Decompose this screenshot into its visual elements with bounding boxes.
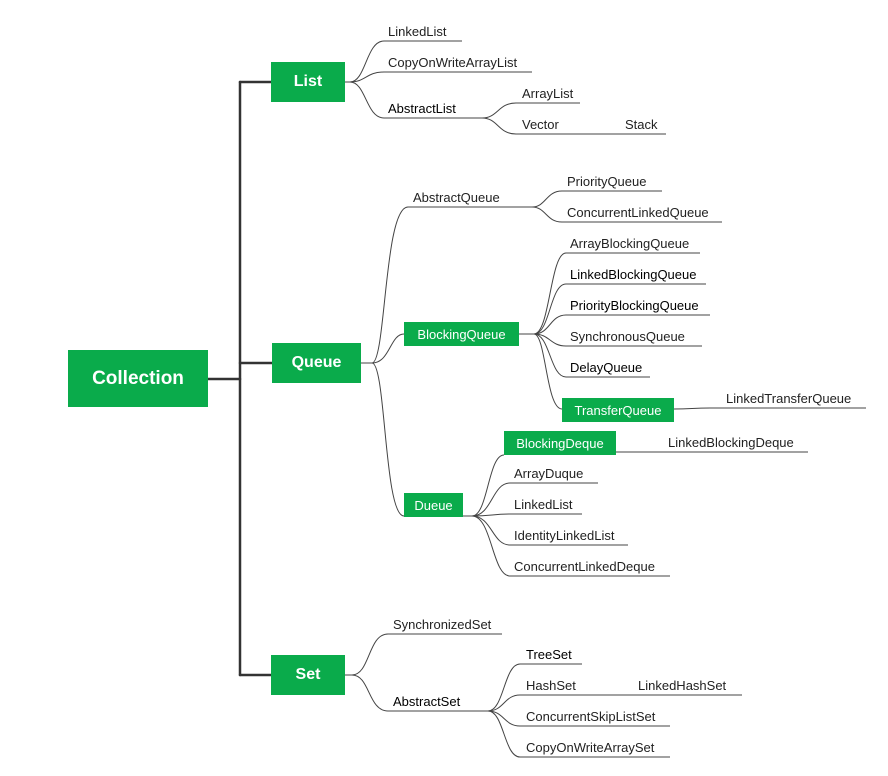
link-abstractset — [351, 674, 488, 712]
label-treeset[interactable]: TreeSet — [526, 647, 572, 662]
label-linkedlist-deque[interactable]: LinkedList — [514, 497, 573, 512]
node-dueue[interactable]: Dueue — [404, 493, 463, 517]
link-blockingqueue — [371, 333, 405, 364]
node-collection[interactable]: Collection — [68, 350, 208, 407]
link-linkedlist — [349, 40, 462, 83]
link-synchronousqueue — [533, 333, 702, 347]
label-linkedlist[interactable]: LinkedList — [388, 24, 447, 39]
link-concurrentlinkeddeque — [471, 515, 670, 577]
label-linkedhashset[interactable]: LinkedHashSet — [638, 678, 727, 693]
label-arrayduque[interactable]: ArrayDuque — [514, 466, 584, 481]
label-arrayblockingqueue[interactable]: ArrayBlockingQueue — [570, 236, 690, 251]
label-priorityqueue[interactable]: PriorityQueue — [567, 174, 647, 189]
link-dueue — [371, 362, 405, 517]
link-synchronizedset — [351, 633, 502, 676]
label-arraylist[interactable]: ArrayList — [522, 86, 574, 101]
label-synchronousqueue[interactable]: SynchronousQueue — [570, 329, 685, 344]
node-set[interactable]: Set — [271, 655, 345, 695]
label-synchronizedset[interactable]: SynchronizedSet — [393, 617, 492, 632]
link-priorityqueue — [531, 190, 662, 208]
label-priorityblockingqueue[interactable]: PriorityBlockingQueue — [570, 298, 699, 313]
label-vector[interactable]: Vector — [522, 117, 559, 132]
link-hashset — [487, 694, 742, 712]
label-delayqueue[interactable]: DelayQueue — [570, 360, 643, 375]
node-list[interactable]: List — [271, 62, 345, 102]
label-copyonwritearraylist[interactable]: CopyOnWriteArrayList — [388, 55, 518, 70]
label-abstractqueue[interactable]: AbstractQueue — [413, 190, 500, 205]
link-arraylist — [481, 102, 580, 119]
label-concurrentskiplistset[interactable]: ConcurrentSkipListSet — [526, 709, 656, 724]
link-transferqueue — [533, 333, 563, 410]
link-concurrentlinkedqueue — [531, 206, 722, 223]
link-blockingdeque — [471, 454, 505, 517]
link-delayqueue — [533, 333, 650, 378]
label-linkedtransferqueue[interactable]: LinkedTransferQueue — [726, 391, 852, 406]
link-abstractlist — [349, 81, 482, 119]
label-concurrentlinkedqueue[interactable]: ConcurrentLinkedQueue — [567, 205, 709, 220]
node-blockingqueue[interactable]: BlockingQueue — [404, 322, 519, 346]
link-vector — [481, 117, 666, 135]
link-linkedtransferqueue — [673, 407, 866, 410]
label-abstractlist[interactable]: AbstractList — [388, 101, 456, 116]
link-copyonwritearrayset — [487, 710, 670, 758]
label-hashset[interactable]: HashSet — [526, 678, 576, 693]
node-transferqueue[interactable]: TransferQueue — [562, 398, 674, 422]
link-arrayduque — [471, 482, 598, 517]
link-copyonwritearraylist — [349, 71, 532, 83]
node-blockingdeque[interactable]: BlockingDeque — [504, 431, 616, 455]
link-abstractqueue — [371, 206, 532, 364]
node-queue[interactable]: Queue — [272, 343, 361, 383]
link-concurrentskiplistset — [487, 710, 670, 727]
label-identitylinkedlist[interactable]: IdentityLinkedList — [514, 528, 615, 543]
link-treeset — [487, 663, 582, 712]
link-linkedblockingqueue — [533, 283, 706, 335]
link-linkedlist-dq — [471, 513, 582, 517]
label-copyonwritearrayset[interactable]: CopyOnWriteArraySet — [526, 740, 655, 755]
link-arrayblockingqueue — [533, 252, 700, 335]
label-linkedblockingqueue[interactable]: LinkedBlockingQueue — [570, 267, 697, 282]
link-identitylinkedlist — [471, 515, 628, 546]
label-linkedblockingdeque[interactable]: LinkedBlockingDeque — [668, 435, 794, 450]
label-concurrentlinkeddeque[interactable]: ConcurrentLinkedDeque — [514, 559, 655, 574]
link-priorityblockingqueue — [533, 314, 710, 335]
label-abstractset[interactable]: AbstractSet — [393, 694, 461, 709]
label-stack[interactable]: Stack — [625, 117, 658, 132]
